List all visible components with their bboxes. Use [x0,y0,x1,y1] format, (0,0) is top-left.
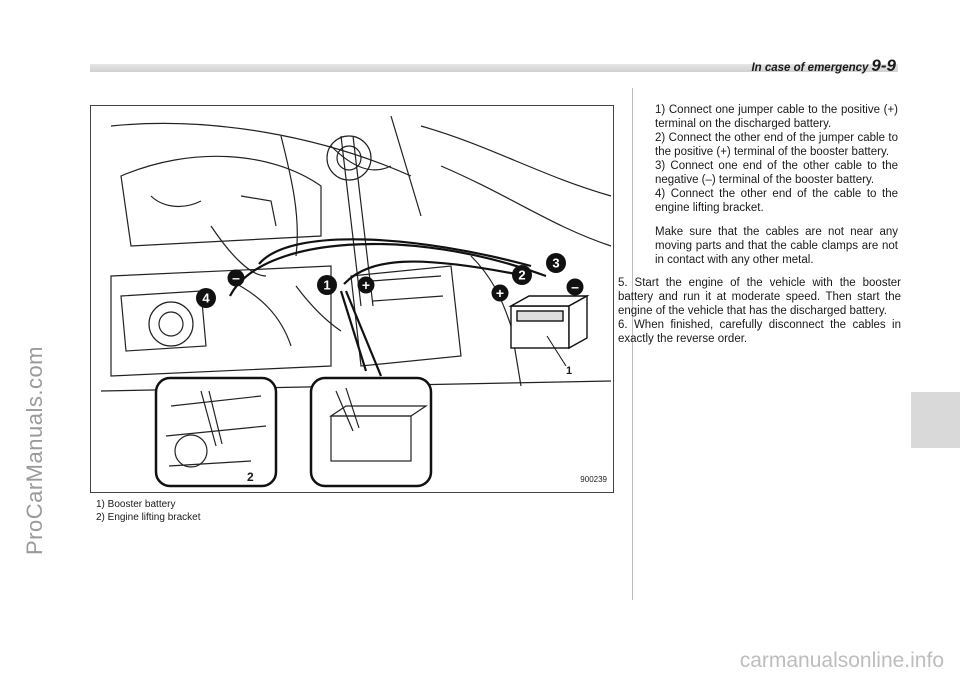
column-divider [632,88,633,600]
step-marker-3: 3 [546,253,566,273]
section-title: In case of emergency [751,62,869,74]
jump-start-illustration: 1 2 3 4 + + – – 1 2 900239 [90,105,614,493]
negative-sign-icon: – [566,278,584,296]
figure-code: 900239 [580,475,607,484]
step-marker-4: 4 [196,288,216,308]
positive-sign-icon: + [491,284,509,302]
instruction-step: 1) Connect one jumper cable to the posit… [655,104,898,130]
negative-sign-icon: – [227,269,245,287]
svg-text:4: 4 [202,291,210,306]
svg-text:3: 3 [552,256,559,271]
svg-text:–: – [571,279,579,295]
caption-item: 1) Booster battery [96,499,176,510]
figure-caption: 1) Booster battery 2) Engine lifting bra… [96,498,201,524]
side-watermark: ProCarManuals.com [22,345,47,555]
step-marker-2: 2 [512,265,532,285]
instruction-step: 2) Connect the other end of the jumper c… [655,132,898,158]
positive-sign-icon: + [357,276,375,294]
instruction-step: 4) Connect the other end of the cable to… [655,188,898,214]
caption-item: 2) Engine lifting bracket [96,512,201,523]
chapter-tab [911,392,960,448]
instruction-paragraph: 5. Start the engine of the vehicle with … [618,277,901,317]
engine-bay-drawing [100,115,612,488]
header-rule [90,64,898,72]
bottom-watermark: carmanualsonline.info [739,649,944,672]
instructions-column: 1) Connect one jumper cable to the posit… [618,103,901,346]
svg-text:+: + [496,285,504,301]
svg-text:2: 2 [518,268,525,283]
svg-text:–: – [232,270,240,286]
page-number: 9-9 [871,56,896,75]
instruction-step: 3) Connect one end of the other cable to… [655,160,898,186]
safety-note: Make sure that the cables are not near a… [655,226,898,266]
step-marker-1: 1 [317,275,337,295]
svg-text:+: + [362,277,370,293]
callout-number-2: 2 [247,470,254,484]
instruction-paragraph: 6. When finished, carefully disconnect t… [618,319,901,345]
svg-text:1: 1 [323,278,330,293]
callout-number-1: 1 [566,365,573,377]
